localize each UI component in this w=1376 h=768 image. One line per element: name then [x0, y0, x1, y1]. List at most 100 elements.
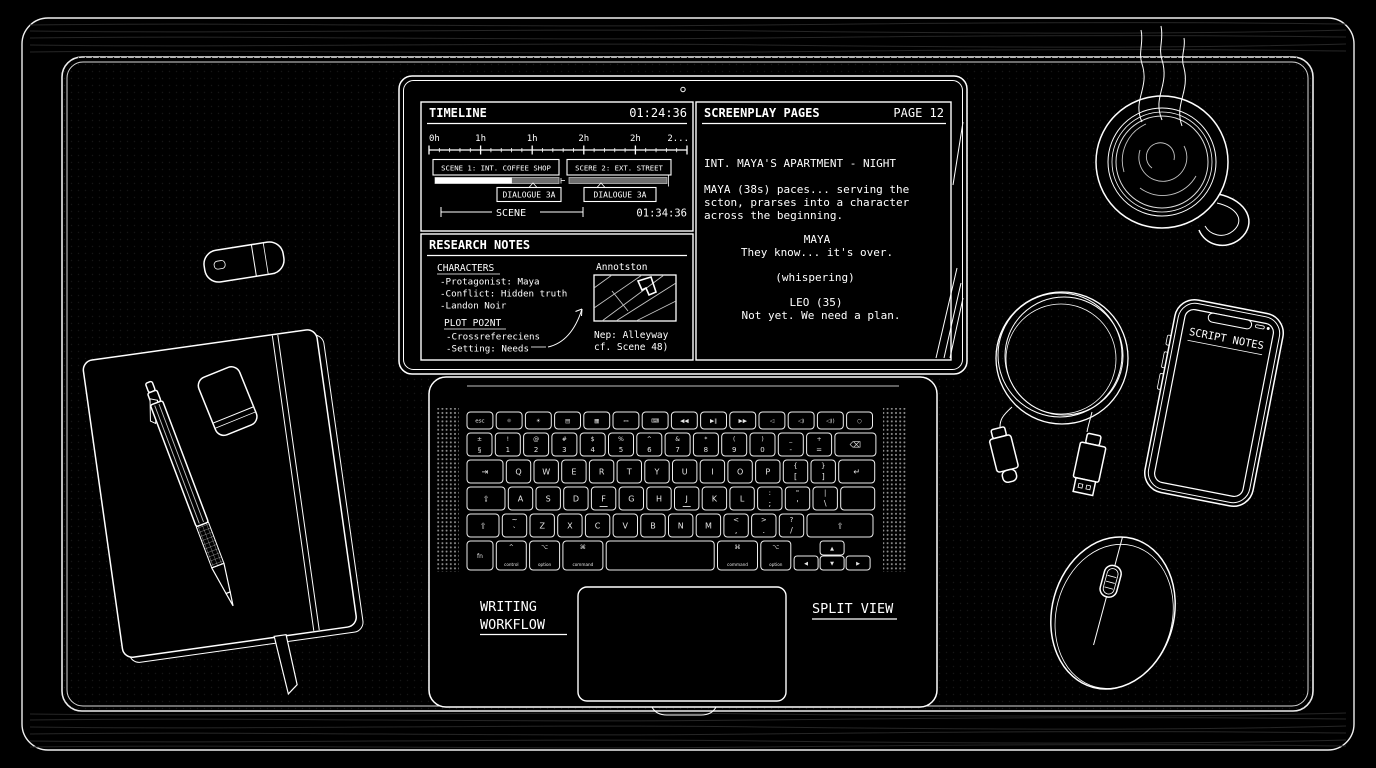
key-⌨[interactable] [641, 411, 669, 430]
key-d[interactable] [563, 486, 589, 511]
key-fn[interactable] [466, 540, 494, 571]
key-▤[interactable] [554, 411, 581, 430]
timeline-ruler[interactable] [428, 145, 688, 155]
key-8[interactable] [692, 432, 719, 457]
key-[[interactable] [782, 459, 809, 484]
key-w[interactable] [533, 459, 559, 484]
key-q[interactable] [505, 459, 532, 484]
scene-2-progress-track[interactable] [568, 177, 668, 184]
key-command[interactable] [717, 540, 758, 571]
key-☼[interactable] [495, 411, 523, 430]
key-l[interactable] [729, 486, 755, 511]
timeline-title: TIMELINE [429, 106, 487, 120]
key--[interactable] [777, 432, 804, 457]
key-arrow-left[interactable] [793, 555, 819, 571]
key-bottom-label: 3 [562, 446, 566, 454]
key-⌫[interactable] [834, 432, 877, 457]
key-▭[interactable] [612, 411, 640, 430]
key-=[interactable] [806, 432, 833, 457]
key-◁))[interactable] [816, 411, 844, 430]
key-⇧[interactable] [806, 513, 874, 538]
key-9[interactable] [721, 432, 748, 457]
dialogue-2-tag[interactable] [583, 186, 657, 203]
research-panel[interactable]: RESEARCH NOTES CHARACTERS -Protagonist: … [420, 233, 694, 361]
key-/[interactable] [778, 513, 805, 538]
key-k[interactable] [701, 486, 728, 511]
key-3[interactable] [551, 432, 578, 457]
key-⇪[interactable] [466, 486, 506, 511]
key-h[interactable] [646, 486, 672, 511]
key-○[interactable] [846, 411, 873, 430]
trackpad[interactable] [577, 586, 787, 702]
key-e[interactable] [561, 459, 587, 484]
key-top-label: @ [533, 436, 539, 443]
key-u[interactable] [672, 459, 698, 484]
key-'[interactable] [784, 486, 811, 511]
key-4[interactable] [579, 432, 606, 457]
key-◁)[interactable] [787, 411, 815, 430]
key-`[interactable] [501, 513, 528, 538]
key-][interactable] [810, 459, 836, 484]
key-arrow-down[interactable] [819, 555, 845, 571]
key-option[interactable] [760, 540, 792, 571]
key-,[interactable] [723, 513, 749, 538]
key-2[interactable] [523, 432, 550, 457]
timeline-panel[interactable]: TIMELINE 01:24:36 0h 1h 1h 2h 2h 2... SC… [420, 101, 694, 232]
keyboard[interactable]: esc☼☀▤▦▭⌨◀◀▶‖▶▶◁◁)◁))○±§!1@2#3$4%5^6&7*8… [466, 411, 877, 571]
key-esc[interactable] [466, 411, 494, 430]
key-1[interactable] [494, 432, 521, 457]
key-6[interactable] [636, 432, 663, 457]
key-blank[interactable] [840, 486, 876, 511]
key-a[interactable] [507, 486, 534, 511]
key-;[interactable] [757, 486, 783, 511]
key-v[interactable] [612, 513, 638, 538]
key-▦[interactable] [583, 411, 611, 430]
dialogue-1-tag[interactable] [496, 186, 562, 203]
key-j[interactable] [674, 486, 700, 511]
key-◁[interactable] [758, 411, 786, 430]
key-blank[interactable] [605, 540, 715, 571]
key-▶‖[interactable] [700, 411, 727, 430]
key-top-label: < [733, 516, 739, 524]
key-m[interactable] [695, 513, 722, 538]
scene-1-bar[interactable] [432, 158, 560, 176]
key-⇧[interactable] [466, 513, 500, 538]
key-y[interactable] [644, 459, 670, 484]
key-i[interactable] [699, 459, 726, 484]
key-arrow-up[interactable] [819, 540, 845, 556]
key-command[interactable] [562, 540, 604, 571]
key-x[interactable] [557, 513, 583, 538]
key-c[interactable] [584, 513, 611, 538]
key-r[interactable] [588, 459, 615, 484]
key-⇥[interactable] [466, 459, 504, 484]
key-0[interactable] [749, 432, 776, 457]
screenplay-panel[interactable]: SCREENPLAY PAGES PAGE 12 INT. MAYA'S APA… [695, 101, 964, 361]
key-bottom-label: . [763, 526, 766, 535]
key-\[interactable] [812, 486, 838, 511]
key-label: X [567, 522, 573, 531]
key-control[interactable] [495, 540, 527, 571]
key-↵[interactable] [838, 459, 876, 484]
key-n[interactable] [668, 513, 694, 538]
key-.[interactable] [751, 513, 777, 538]
key-☀[interactable] [524, 411, 552, 430]
key-label: ▶‖ [710, 419, 717, 425]
key-option[interactable] [529, 540, 561, 571]
key-5[interactable] [608, 432, 634, 457]
key-o[interactable] [727, 459, 753, 484]
key-▶▶[interactable] [729, 411, 757, 430]
key-label: ◁ [770, 419, 775, 425]
scene-2-bar[interactable] [566, 158, 672, 176]
key-g[interactable] [618, 486, 644, 511]
key-z[interactable] [529, 513, 555, 538]
key-§[interactable] [466, 432, 493, 457]
key-t[interactable] [616, 459, 642, 484]
key-f[interactable] [590, 486, 617, 511]
key-p[interactable] [755, 459, 781, 484]
key-7[interactable] [664, 432, 691, 457]
key-s[interactable] [535, 486, 561, 511]
map-thumbnail[interactable] [593, 274, 677, 322]
key-b[interactable] [640, 513, 666, 538]
key-arrow-right[interactable] [845, 555, 871, 571]
key-◀◀[interactable] [670, 411, 698, 430]
